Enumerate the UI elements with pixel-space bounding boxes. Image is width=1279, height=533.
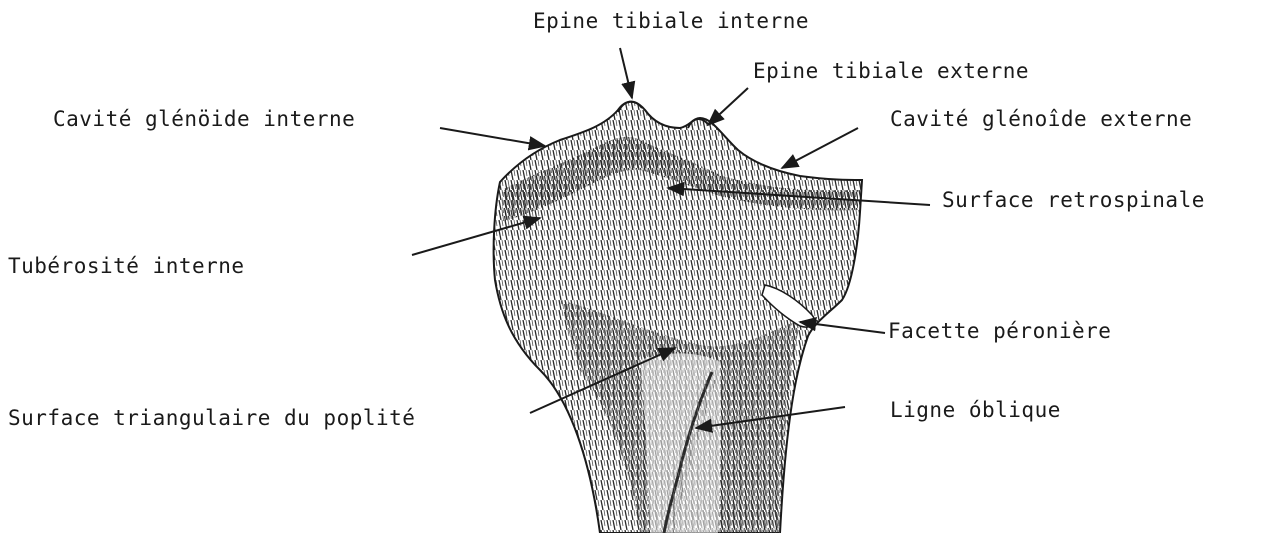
tibia-bone	[494, 102, 862, 533]
label-epine-interne: Epine tibiale interne	[533, 9, 809, 33]
arrow-epine-externe	[708, 88, 748, 125]
arrow-cavite-interne	[440, 128, 545, 146]
label-facette-peroniere: Facette péronière	[888, 319, 1111, 343]
label-cavite-interne: Cavité glénöide interne	[53, 107, 355, 131]
arrow-epine-interne	[620, 48, 632, 98]
label-tuberosite-interne: Tubérosité interne	[8, 254, 245, 278]
label-cavite-externe: Cavité glénoîde externe	[890, 107, 1192, 131]
label-surface-triangulaire: Surface triangulaire du poplité	[8, 406, 415, 430]
label-epine-externe: Epine tibiale externe	[753, 59, 1029, 83]
arrow-cavite-externe	[782, 128, 858, 168]
label-surface-retrospinale: Surface retrospinale	[942, 188, 1205, 212]
label-ligne-oblique: Ligne óblique	[890, 398, 1061, 422]
